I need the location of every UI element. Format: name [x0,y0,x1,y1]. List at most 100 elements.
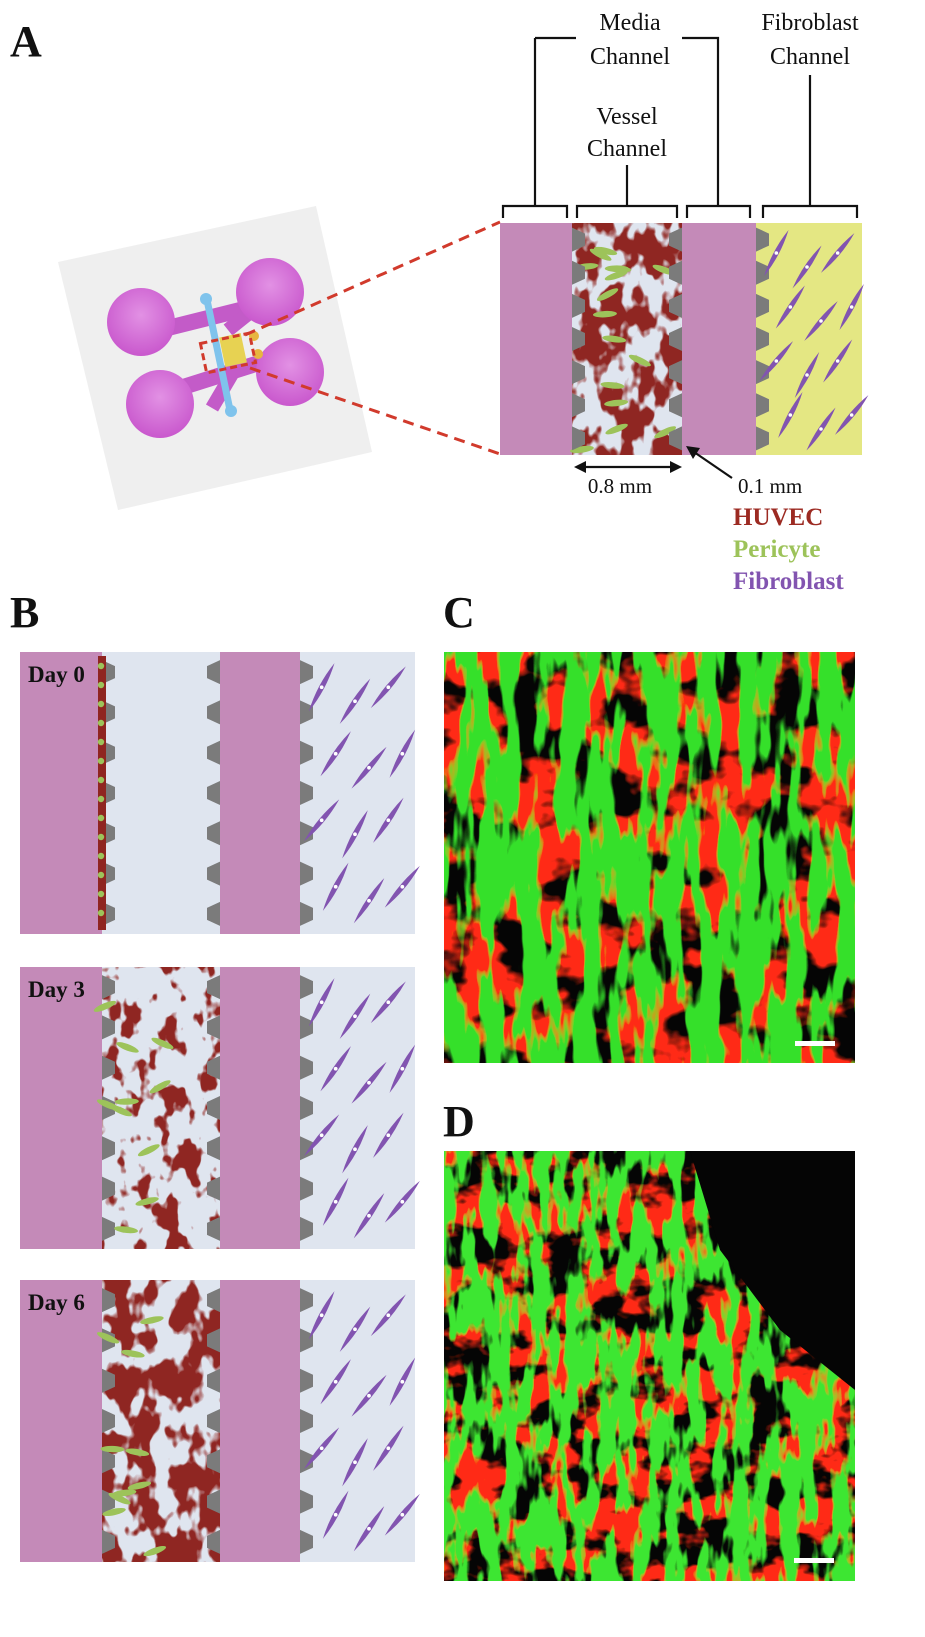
post [207,1328,220,1353]
post [207,1055,220,1080]
post [207,1015,220,1040]
pericytes-a [570,246,677,454]
micrograph-c [444,652,855,1063]
pericyte-cell [112,1489,137,1497]
fibroblast-nucleus [849,305,854,309]
chip-channels [107,258,324,438]
post [300,700,313,725]
pericyte-cell [100,1445,125,1453]
pericyte-cell [96,1332,120,1344]
post [102,1015,115,1040]
post [102,1136,115,1161]
panel-label-c: C [443,588,475,637]
fibroblast-nucleus [319,818,324,823]
day-6-cells [96,1288,420,1557]
vessel-channel-label: Vessel [596,104,658,130]
pericyte-cell [149,1080,171,1094]
post [669,360,682,385]
fibroblast-channel-label-2: Channel [770,44,850,70]
day-0-cells [97,656,420,930]
zoom-line-bottom [249,366,501,456]
fibroblast-nucleus [367,1080,371,1085]
reservoir-bottom-right [256,338,324,406]
fibroblast-nucleus [353,1014,357,1019]
fibroblast-nucleus [774,251,779,255]
fibroblast-nucleus [353,1147,357,1152]
fibroblast-nucleus [819,427,823,431]
fibroblast-nucleus [400,1066,405,1071]
fibroblast-nucleus [353,1327,357,1332]
micrograph-d-void [690,1151,855,1390]
post [300,975,313,1000]
post [300,1136,313,1161]
fibroblast-nucleus [319,1000,324,1005]
fibroblasts-a [759,230,869,451]
post [300,901,313,926]
post [300,1368,313,1393]
post [300,740,313,765]
post [300,660,313,685]
pericyte-cell [135,1197,159,1206]
post [300,1529,313,1554]
panel-label-a: A [10,17,42,66]
pericyte-cell [121,1349,145,1358]
post [300,1288,313,1313]
fibroblast-nucleus [788,413,793,417]
reservoir-top-left [107,288,175,356]
pericyte-cell [114,1098,139,1105]
channel-posts-a [572,227,769,451]
pericyte-cell [97,871,105,879]
pericyte-cell [127,1481,152,1490]
post [102,1449,115,1474]
post [207,861,220,886]
post [669,393,682,418]
pericyte-cell [108,1492,131,1505]
post [300,1216,313,1241]
post [207,1368,220,1393]
fibroblast-nucleus [353,1460,357,1465]
post [207,821,220,846]
post [300,1055,313,1080]
post [756,327,769,351]
post [669,293,682,318]
fibroblast-nucleus [400,1512,405,1517]
gap-label: 0.1 mm [738,474,802,498]
day-6-schematic [20,1280,420,1562]
media-channel-label: Media [599,10,661,36]
pericyte-cell [97,890,105,898]
post [300,781,313,805]
micrograph-d [444,1151,855,1581]
post [102,1055,115,1080]
fibroblast-nucleus [386,685,391,690]
fibroblast-nucleus [319,1446,324,1451]
post [572,227,585,252]
pericyte-cell [97,681,105,689]
post [102,1216,115,1241]
post [102,1529,115,1554]
fibroblast-nucleus [386,1000,391,1005]
media-channel-right [682,223,756,455]
pericyte-cell [593,246,618,256]
post [207,1096,220,1120]
pericyte-cell [604,399,629,407]
legend-fibroblast: Fibroblast [733,568,844,595]
post [669,327,682,351]
fibroblast-nucleus [400,751,405,756]
post [102,1288,115,1313]
gap-arrow [686,446,733,479]
post [207,700,220,725]
fibroblast-nucleus [805,373,809,377]
pericyte-cell [97,662,105,670]
fibroblast-nucleus [319,685,324,690]
post [207,1409,220,1433]
pericyte-cell [97,719,105,727]
post [207,781,220,805]
chip-substrate [58,206,372,510]
post [669,260,682,285]
fibroblast-nucleus [774,359,779,363]
post [207,975,220,1000]
reservoir-top-right [236,258,304,326]
panel-label-b: B [10,588,39,637]
pericyte-cell [137,1144,160,1157]
